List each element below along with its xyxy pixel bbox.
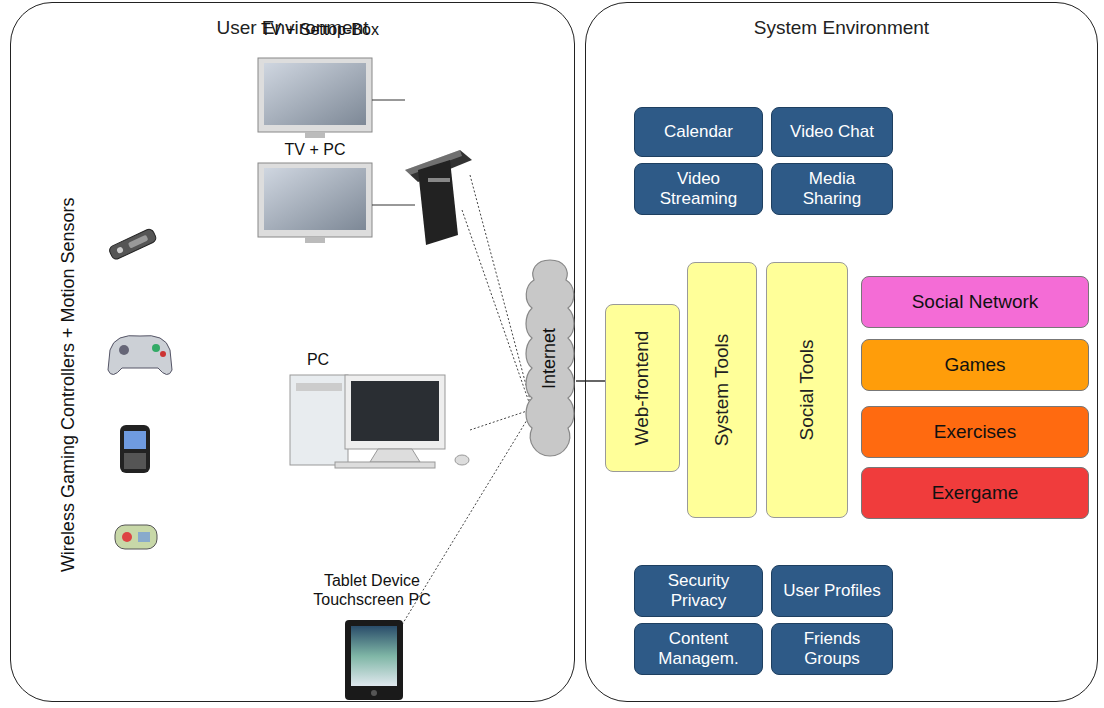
- device-label: TV + PC: [285, 140, 346, 159]
- service-box: Video Chat: [771, 107, 893, 157]
- environment-panel: User Environment: [10, 2, 575, 702]
- node-label: Exercises: [934, 421, 1016, 443]
- module-box: Exergame: [861, 467, 1089, 519]
- node-label: Content Managem.: [641, 629, 756, 670]
- node-label: Web-frontend: [632, 331, 654, 446]
- node-label: Media Sharing: [778, 169, 886, 210]
- device-label: TV + Settop-Box: [261, 20, 379, 39]
- node-label: Video Chat: [790, 122, 874, 142]
- tool-column: Social Tools: [766, 262, 848, 518]
- module-box: Social Network: [861, 276, 1089, 328]
- tool-column: System Tools: [687, 262, 757, 518]
- label-text: PC: [307, 351, 329, 368]
- module-box: Exercises: [861, 406, 1089, 458]
- label-text: Wireless Gaming Controllers + Motion Sen…: [57, 198, 77, 573]
- service-box: Friends Groups: [771, 623, 893, 675]
- node-label: Exergame: [932, 482, 1019, 504]
- label-text: TV + Settop-Box: [261, 21, 379, 38]
- node-label: Internet: [540, 327, 561, 388]
- node-label: Security Privacy: [641, 571, 756, 612]
- node-label: Social Network: [912, 291, 1039, 313]
- node-label: User Profiles: [783, 581, 880, 601]
- node-label: System Tools: [711, 334, 733, 447]
- node-label: Calendar: [664, 122, 733, 142]
- device-label: Tablet Device Touchscreen PC: [292, 571, 452, 609]
- internet-cloud: Internet: [524, 258, 576, 458]
- label-text: TV + PC: [285, 141, 346, 158]
- service-box: Calendar: [634, 107, 763, 157]
- node-label: Friends Groups: [778, 629, 886, 670]
- node-label: Video Streaming: [641, 169, 756, 210]
- vertical-caption: Wireless Gaming Controllers + Motion Sen…: [57, 198, 79, 573]
- connector: [576, 381, 605, 382]
- device-label: PC: [307, 350, 329, 369]
- module-box: Games: [861, 339, 1089, 391]
- node-label: Games: [944, 354, 1005, 376]
- service-box: Video Streaming: [634, 163, 763, 215]
- service-box: User Profiles: [771, 565, 893, 617]
- service-box: Content Managem.: [634, 623, 763, 675]
- service-box: Media Sharing: [771, 163, 893, 215]
- service-box: Security Privacy: [634, 565, 763, 617]
- node-label: Social Tools: [796, 339, 818, 440]
- tool-column: Web-frontend: [605, 304, 680, 472]
- label-text: Tablet Device Touchscreen PC: [313, 572, 430, 608]
- panel-title: System Environment: [754, 17, 929, 39]
- environment-panel: System EnvironmentCalendar Video ChatVide…: [585, 2, 1098, 702]
